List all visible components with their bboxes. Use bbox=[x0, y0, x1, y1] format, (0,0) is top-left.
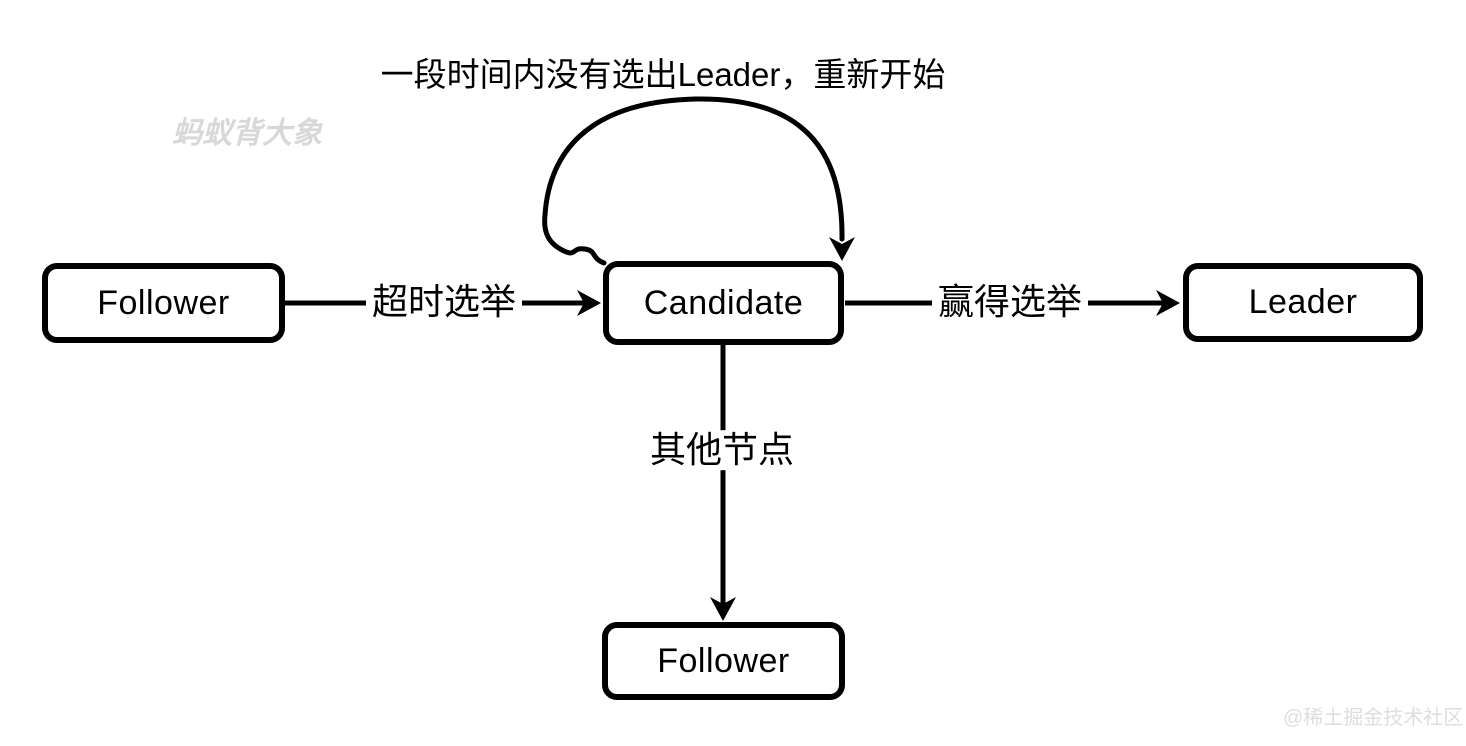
node-follower-left: Follower bbox=[42, 263, 285, 343]
edge-label-other-nodes: 其他节点 bbox=[643, 430, 801, 470]
edge-label-restart-note: 一段时间内没有选出Leader，重新开始 bbox=[380, 55, 946, 93]
node-leader: Leader bbox=[1183, 263, 1423, 342]
node-follower-bottom: Follower bbox=[602, 622, 845, 700]
watermark-juejin-community: @稀土掘金技术社区 bbox=[1283, 707, 1464, 729]
arrowhead-timeout bbox=[577, 290, 601, 316]
node-follower-bottom-label: Follower bbox=[657, 641, 790, 680]
edge-label-win-election: 赢得选举 bbox=[931, 282, 1089, 322]
arrowhead-selfloop bbox=[829, 237, 855, 261]
node-follower-left-label: Follower bbox=[97, 283, 230, 322]
arrowhead-other bbox=[710, 597, 736, 621]
arrowhead-win bbox=[1156, 290, 1180, 316]
node-candidate-label: Candidate bbox=[643, 283, 804, 322]
edge-label-timeout-election: 超时选举 bbox=[365, 282, 523, 322]
node-leader-label: Leader bbox=[1248, 283, 1358, 321]
watermark-author: 蚂蚁背大象 bbox=[172, 117, 322, 150]
edge-selfloop-path bbox=[542, 96, 845, 266]
node-candidate: Candidate bbox=[603, 261, 844, 345]
